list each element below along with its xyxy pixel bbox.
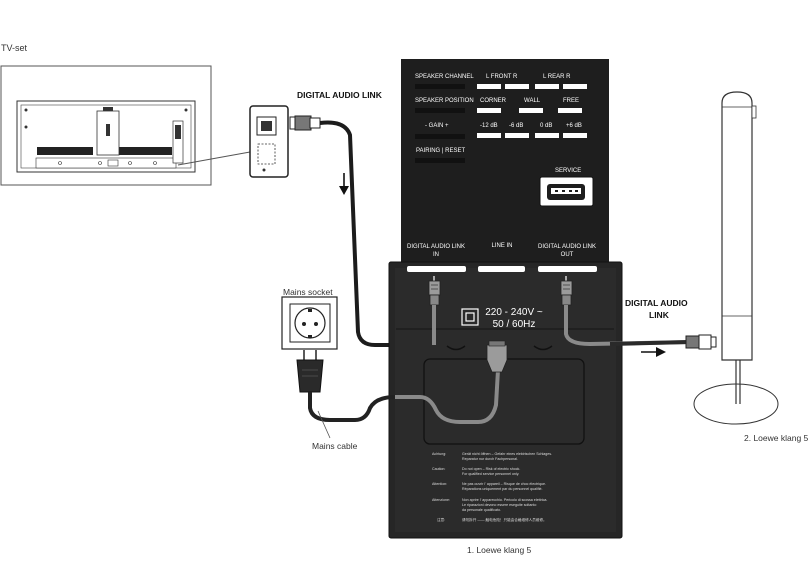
channel-option-rear: L REAR R [543,74,571,80]
voltage-rating-line1: 220 - 240V ~ [485,307,543,318]
warning-de-text1: Gerät nicht öffnen – Gefahr eines elektr… [462,452,553,456]
warning-cn-text1: 请勿拆开 —— 触电危险！只能由合格维修人员维修。 [462,518,547,522]
digital-audio-link-label-top: DIGITAL AUDIO LINK [297,90,382,100]
port-label-line-in: LINE IN [491,243,513,249]
speaker-main-body [388,59,623,539]
warning-fr-text2: Réparations uniquement par du personnel … [462,487,543,491]
warning-it-label: Attenzione: [432,498,450,502]
warning-fr-label: Attention: [432,482,448,486]
gain-option-minus12: -12 dB [480,123,498,129]
position-option-corner: CORNER [480,98,507,104]
digital-audio-link-label-right-2: LINK [649,310,669,320]
speaker-channel-label: SPEAKER CHANNEL [415,74,474,80]
service-port [539,176,594,207]
mains-cable [296,340,553,439]
speaker-position-label: SPEAKER POSITION [415,98,474,104]
warning-it-text1: Non aprire l' apparecchio. Pericolo di s… [462,498,548,502]
position-option-wall: WALL [524,98,541,104]
mains-socket [281,296,338,350]
warning-it-text2: Le riparazioni devono essere eseguite so… [462,503,537,507]
warning-en-text2: For qualified service personnel only. [462,472,520,476]
warning-cn-label: 注意: [437,518,446,522]
speaker-second-caption: 2. Loewe klang 5 [744,433,809,443]
pairing-reset-label: PAIRING | RESET [416,148,466,154]
warning-de-label: Achtung: [432,452,447,456]
tv-set-label: TV-set [1,43,28,53]
port-label-digital-out: DIGITAL AUDIO LINK OUT [537,244,596,258]
tv-set [0,65,251,186]
warning-de-text2: Reparatur nur durch Fachpersonal. [462,457,518,461]
service-label: SERVICE [555,168,582,174]
speaker-main-caption: 1. Loewe klang 5 [467,545,532,555]
port-label-digital-in: DIGITAL AUDIO LINK IN [406,244,465,258]
warning-fr-text1: Ne pas ouvrir l' appareil – Risque de ch… [462,482,546,486]
digital-audio-link-cable-out [564,305,717,357]
position-option-free: FREE [563,98,580,104]
gain-option-plus6: +6 dB [566,123,582,129]
warning-en-text1: Do not open – Risk of electric shock. [462,467,521,471]
channel-option-front: L FRONT R [486,74,518,80]
warning-en-label: Caution: [432,467,446,471]
panel-switch-bars [415,84,587,163]
gain-option-0: 0 dB [540,123,553,129]
warning-it-text3: da personale qualificato. [462,508,501,512]
digital-audio-link-label-right-1: DIGITAL AUDIO [625,298,688,308]
gain-option-minus6: -6 dB [509,123,524,129]
digital-audio-out-plug [560,276,573,306]
digital-audio-link-cable-in [289,115,436,347]
speaker-second [693,91,779,425]
voltage-rating-line2: 50 / 60Hz [492,319,536,330]
gain-label: - GAIN + [425,123,449,129]
mains-socket-label: Mains socket [283,287,333,297]
tv-connector-zoom [249,105,289,178]
mains-cable-label: Mains cable [312,441,358,451]
